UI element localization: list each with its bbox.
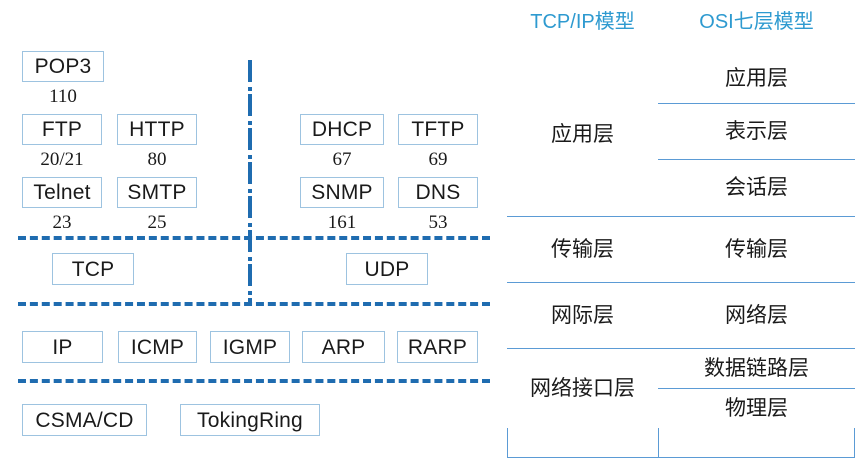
protocol-box-ftp[interactable]: FTP — [22, 114, 102, 145]
protocol-box-arp[interactable]: ARP — [302, 331, 385, 363]
protocol-box-udp[interactable]: UDP — [346, 253, 428, 285]
tcp-udp-divider-dash — [248, 60, 252, 82]
osi-layer-cell-5: 网络层 — [658, 282, 855, 348]
column-header-osi: OSI七层模型 — [699, 11, 814, 33]
tcp-udp-divider-dot — [248, 121, 252, 125]
tcpip-row-rule-2 — [507, 282, 658, 283]
layer-separator-3 — [18, 379, 490, 383]
port-label-dns: 53 — [428, 212, 448, 233]
tcpip-layer-cell-4: 网络接口层 — [507, 348, 658, 428]
tcp-udp-divider-dash — [248, 264, 252, 286]
osi-layer-cell-6: 数据链路层 — [658, 348, 855, 388]
tcpip-layer-cell-3: 网际层 — [507, 282, 658, 348]
port-label-snmp: 161 — [327, 212, 357, 233]
port-label-smtp: 25 — [147, 212, 167, 233]
protocol-box-rarp[interactable]: RARP — [397, 331, 478, 363]
protocol-box-pop3[interactable]: POP3 — [22, 51, 104, 82]
osi-row-rule-5 — [658, 348, 855, 349]
tcpip-layer-cell-1: 应用层 — [507, 53, 658, 216]
port-label-dhcp: 67 — [332, 149, 352, 170]
port-label-http: 80 — [147, 149, 167, 170]
protocol-box-http[interactable]: HTTP — [117, 114, 197, 145]
tcp-udp-divider-dash — [248, 128, 252, 150]
osi-layer-cell-7: 物理层 — [658, 388, 855, 428]
protocol-box-smtp[interactable]: SMTP — [117, 177, 197, 208]
protocol-box-dhcp[interactable]: DHCP — [300, 114, 384, 145]
protocol-box-dns[interactable]: DNS — [398, 177, 478, 208]
protocol-box-snmp[interactable]: SNMP — [300, 177, 384, 208]
tcp-udp-divider-dash — [248, 298, 252, 302]
protocol-box-tokingring[interactable]: TokingRing — [180, 404, 320, 436]
osi-layer-cell-1: 应用层 — [658, 53, 855, 103]
osi-layer-cell-2: 表示层 — [658, 103, 855, 159]
tcp-udp-divider-dot — [248, 87, 252, 91]
osi-row-rule-1 — [658, 103, 855, 104]
tcp-udp-divider-dot — [248, 257, 252, 261]
tcp-udp-divider-dash — [248, 162, 252, 184]
protocol-box-tftp[interactable]: TFTP — [398, 114, 478, 145]
tcp-udp-divider-dash — [248, 196, 252, 218]
osi-row-rule-2 — [658, 159, 855, 160]
protocol-box-icmp[interactable]: ICMP — [118, 331, 197, 363]
tcp-udp-divider-dash — [248, 230, 252, 252]
tcp-udp-divider-dash — [248, 94, 252, 116]
layer-separator-1 — [18, 236, 490, 240]
protocol-box-tcp[interactable]: TCP — [52, 253, 134, 285]
osi-row-rule-3 — [658, 216, 855, 217]
tcp-udp-divider-dot — [248, 223, 252, 227]
tcpip-row-rule-1 — [507, 216, 658, 217]
tcp-udp-divider-dot — [248, 189, 252, 193]
port-label-ftp: 20/21 — [40, 149, 84, 170]
osi-layer-cell-3: 会话层 — [658, 159, 855, 216]
column-header-tcpip: TCP/IP模型 — [530, 11, 635, 33]
tcpip-layer-cell-2: 传输层 — [507, 216, 658, 282]
protocol-box-ip[interactable]: IP — [22, 331, 103, 363]
port-label-telnet: 23 — [52, 212, 72, 233]
port-label-tftp: 69 — [428, 149, 448, 170]
layer-separator-2 — [18, 302, 490, 306]
osi-row-rule-4 — [658, 282, 855, 283]
osi-row-rule-6 — [658, 388, 855, 389]
osi-layer-cell-4: 传输层 — [658, 216, 855, 282]
tcpip-row-rule-3 — [507, 348, 658, 349]
protocol-box-telnet[interactable]: Telnet — [22, 177, 102, 208]
protocol-box-csma-cd[interactable]: CSMA/CD — [22, 404, 147, 436]
port-label-pop3: 110 — [49, 86, 77, 107]
tcp-udp-divider-dot — [248, 291, 252, 295]
protocol-box-igmp[interactable]: IGMP — [210, 331, 290, 363]
tcp-udp-divider-dot — [248, 155, 252, 159]
